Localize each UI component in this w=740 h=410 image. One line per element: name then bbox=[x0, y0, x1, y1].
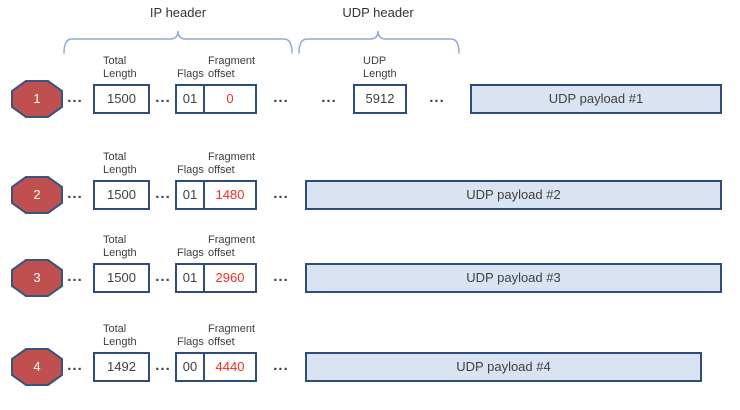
ellipsis: ... bbox=[67, 185, 83, 202]
udp-payload-box: UDP payload #2 bbox=[305, 180, 722, 210]
flags-value: 01 bbox=[177, 265, 205, 291]
fragment-number: 1 bbox=[33, 91, 41, 106]
fragment-offset-value: 2960 bbox=[215, 270, 245, 285]
fragment-offset-label: Fragment offset bbox=[208, 151, 256, 176]
ellipsis: ... bbox=[67, 357, 83, 374]
flags-label: Flags bbox=[177, 68, 204, 80]
octagon-icon bbox=[11, 176, 63, 214]
ellipsis: ... bbox=[67, 268, 83, 285]
ellipsis: ... bbox=[155, 357, 171, 374]
fragment-number-badge: 3 bbox=[11, 259, 63, 297]
fragment-offset-value: 4440 bbox=[215, 359, 245, 374]
ellipsis: ... bbox=[429, 89, 445, 106]
octagon-icon bbox=[11, 348, 63, 386]
flags-label: Flags bbox=[177, 247, 204, 259]
fragment-number: 3 bbox=[33, 270, 41, 285]
flags-value: 01 bbox=[177, 182, 205, 208]
ellipsis: ... bbox=[67, 89, 83, 106]
flags-value: 01 bbox=[177, 86, 205, 112]
udp-length-label: UDP Length bbox=[363, 55, 397, 80]
fragment-offset-value: 0 bbox=[226, 91, 234, 106]
fragment-offset-label: Fragment offset bbox=[208, 234, 256, 259]
ellipsis: ... bbox=[155, 268, 171, 285]
total-length-label: Total Length bbox=[103, 151, 137, 176]
total-length-label: Total Length bbox=[103, 234, 137, 259]
ellipsis: ... bbox=[273, 268, 289, 285]
octagon-icon bbox=[11, 80, 63, 118]
udp-payload-box: UDP payload #1 bbox=[470, 84, 722, 114]
flags-fragment-box: 01 1480 bbox=[175, 180, 257, 210]
udp-header-brace bbox=[298, 30, 460, 54]
flags-fragment-box: 01 2960 bbox=[175, 263, 257, 293]
ellipsis: ... bbox=[273, 89, 289, 106]
fragment-offset-value: 1480 bbox=[215, 187, 245, 202]
udp-payload-box: UDP payload #3 bbox=[305, 263, 722, 293]
flags-value: 00 bbox=[177, 354, 205, 380]
ellipsis: ... bbox=[273, 357, 289, 374]
flags-label: Flags bbox=[177, 336, 204, 348]
ellipsis: ... bbox=[321, 89, 337, 106]
ellipsis: ... bbox=[273, 185, 289, 202]
flags-fragment-box: 01 0 bbox=[175, 84, 257, 114]
total-length-box: 1500 bbox=[93, 263, 150, 293]
udp-length-box: 5912 bbox=[353, 84, 407, 114]
fragment-offset-label: Fragment offset bbox=[208, 323, 256, 348]
ellipsis: ... bbox=[155, 89, 171, 106]
fragment-offset-label: Fragment offset bbox=[208, 55, 256, 80]
fragment-number-badge: 1 bbox=[11, 80, 63, 118]
ellipsis: ... bbox=[155, 185, 171, 202]
ip-header-label: IP header bbox=[149, 5, 207, 20]
ip-header-brace bbox=[63, 30, 293, 54]
fragment-number-badge: 4 bbox=[11, 348, 63, 386]
udp-payload-box: UDP payload #4 bbox=[305, 352, 702, 382]
total-length-box: 1500 bbox=[93, 84, 150, 114]
total-length-label: Total Length bbox=[103, 55, 137, 80]
flags-fragment-box: 00 4440 bbox=[175, 352, 257, 382]
total-length-box: 1492 bbox=[93, 352, 150, 382]
fragment-number-badge: 2 bbox=[11, 176, 63, 214]
udp-header-label: UDP header bbox=[342, 5, 414, 20]
fragment-number: 2 bbox=[33, 187, 41, 202]
total-length-box: 1500 bbox=[93, 180, 150, 210]
fragment-number: 4 bbox=[33, 359, 41, 374]
total-length-label: Total Length bbox=[103, 323, 137, 348]
flags-label: Flags bbox=[177, 164, 204, 176]
octagon-icon bbox=[11, 259, 63, 297]
